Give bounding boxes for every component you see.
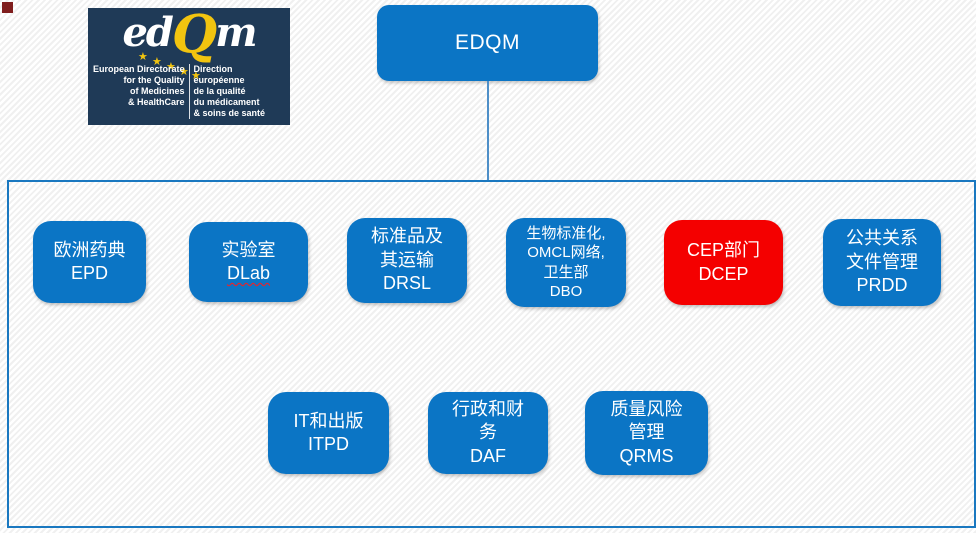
eu-star-icon: ★: [179, 66, 189, 78]
logo-text-english: European Directorate for the Quality of …: [93, 64, 189, 119]
org-node-dcep-acronym: DCEP: [698, 263, 749, 284]
org-node-prdd: 公共关系 文件管理 PRDD: [823, 219, 941, 306]
eu-star-icon: ★: [191, 70, 201, 82]
org-node-itpd-acronym: ITPD: [307, 434, 349, 454]
org-node-itpd-name: IT和出版: [293, 410, 364, 431]
eu-star-icon: ★: [166, 61, 176, 73]
org-node-dlab: 实验室 DLab: [189, 222, 308, 302]
org-node-itpd: IT和出版 ITPD: [268, 392, 389, 474]
org-node-dcep-name: CEP部门: [686, 240, 760, 261]
logo-fr-line: de la qualité: [193, 86, 246, 96]
org-node-daf-name: 行政和财: [452, 398, 524, 419]
org-node-daf-acronym: DAF: [470, 445, 506, 466]
corner-marker: [2, 2, 13, 13]
org-node-prdd-name: 公共关系: [846, 228, 918, 249]
departments-container: [7, 180, 976, 528]
org-node-dcep: CEP部门 DCEP: [664, 220, 783, 305]
org-node-daf-name: 务: [479, 422, 497, 443]
org-node-prdd-acronym: PRDD: [856, 275, 908, 296]
logo-fr-line: Direction européenne: [193, 64, 245, 85]
root-connector-line: [487, 81, 489, 180]
org-node-dlab-acronym: DLab: [226, 263, 271, 283]
logo-fr-line: du médicament: [193, 97, 260, 107]
org-node-qrms-name: 质量风险: [610, 398, 683, 419]
org-node-edqm-root: EDQM: [377, 5, 598, 81]
org-node-epd-name: 欧洲药典: [53, 239, 126, 260]
org-node-qrms: 质量风险 管理 QRMS: [585, 391, 708, 475]
org-node-dbo-name: 生物标准化,: [526, 224, 606, 242]
logo-fr-line: & soins de santé: [193, 108, 266, 118]
org-node-drsl-acronym: DRSL: [382, 273, 431, 294]
org-node-drsl: 标准品及 其运输 DRSL: [347, 218, 467, 303]
edqm-logo-wordmark: edQm: [88, 8, 290, 65]
logo-script-m: m: [215, 9, 257, 56]
org-node-drsl-name: 标准品及: [371, 226, 443, 247]
org-node-edqm-label: EDQM: [455, 31, 520, 54]
org-node-dbo: 生物标准化, OMCL网络, 卫生部 DBO: [506, 218, 626, 307]
edqm-logo-text: European Directorate for the Quality of …: [88, 64, 290, 119]
eu-star-icon: ★: [152, 56, 162, 68]
logo-script-q: Q: [171, 8, 217, 65]
org-node-epd-acronym: EPD: [70, 263, 108, 283]
org-node-epd: 欧洲药典 EPD: [33, 221, 146, 303]
org-node-prdd-name: 文件管理: [846, 251, 918, 272]
org-node-dbo-acronym: DBO: [549, 283, 583, 300]
eu-star-icon: ★: [138, 51, 148, 63]
logo-en-line: & HealthCare: [127, 97, 185, 107]
logo-script-ed: ed: [122, 9, 173, 56]
logo-en-line: for the Quality: [123, 75, 185, 85]
logo-en-line: European Directorate: [92, 64, 185, 74]
edqm-logo: edQm ★ ★ ★ ★ ★ European Directorate for …: [88, 8, 290, 125]
org-node-qrms-acronym: QRMS: [619, 445, 674, 466]
org-node-daf: 行政和财 务 DAF: [428, 392, 548, 474]
logo-text-french: Direction européenne de la qualité du mé…: [188, 64, 286, 119]
org-node-qrms-name: 管理: [628, 422, 665, 443]
org-node-dbo-name: 卫生部: [543, 263, 589, 281]
org-node-drsl-name: 其运输: [380, 249, 434, 270]
org-node-dlab-name: 实验室: [221, 239, 276, 260]
logo-en-line: of Medicines: [129, 86, 185, 96]
org-node-dbo-name: OMCL网络,: [527, 244, 605, 261]
